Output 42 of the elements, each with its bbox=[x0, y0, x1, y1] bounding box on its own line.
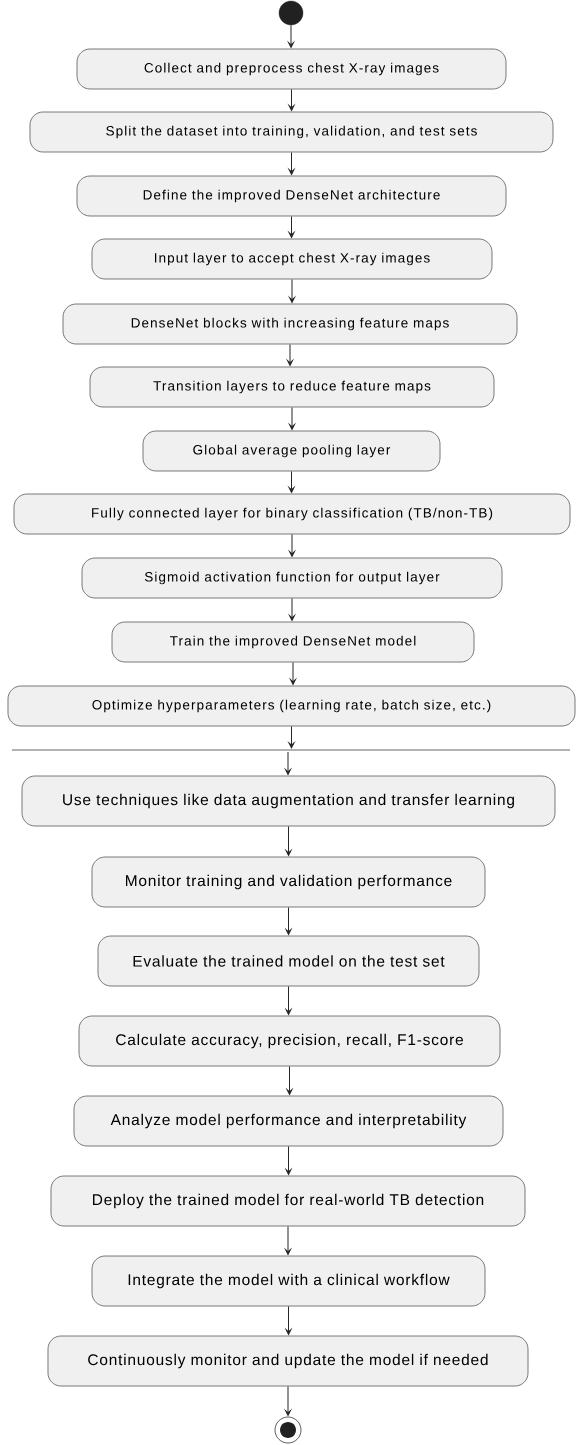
action-box: Collect and preprocess chest X-ray images bbox=[76, 48, 507, 90]
arrow bbox=[288, 88, 295, 111]
arrow bbox=[285, 985, 292, 1015]
arrow bbox=[289, 597, 295, 621]
arrow bbox=[285, 906, 292, 935]
arrow bbox=[288, 725, 295, 749]
arrow bbox=[290, 661, 296, 685]
arrow bbox=[289, 533, 295, 557]
start-node bbox=[278, 0, 304, 26]
action-box: Monitor training and validation performance bbox=[91, 856, 486, 908]
arrow bbox=[287, 343, 293, 366]
action-box: Train the improved DenseNet model bbox=[111, 621, 475, 663]
action-box: Global average pooling layer bbox=[142, 430, 441, 472]
action-box: Define the improved DenseNet architecture bbox=[76, 175, 507, 217]
arrow bbox=[285, 1225, 291, 1255]
end-node bbox=[274, 1416, 302, 1444]
arrow bbox=[285, 1305, 292, 1335]
action-box: Continuously monitor and update the model if needed bbox=[47, 1335, 529, 1387]
action-box: Evaluate the trained model on the test set bbox=[97, 935, 480, 987]
arrow bbox=[289, 406, 295, 430]
action-box: Split the dataset into training, validation, and test sets bbox=[29, 111, 554, 153]
arrow bbox=[288, 470, 295, 493]
arrow bbox=[286, 1065, 293, 1095]
arrow bbox=[285, 1145, 292, 1175]
arrow bbox=[285, 1385, 291, 1416]
arrow bbox=[285, 825, 292, 856]
action-box: Sigmoid activation function for output layer bbox=[81, 557, 503, 599]
action-box: Integrate the model with a clinical workflow bbox=[91, 1255, 486, 1307]
action-box: Use techniques like data augmentation and transfer learning bbox=[21, 775, 556, 827]
action-box: Deploy the trained model for real-world TB detection bbox=[50, 1175, 526, 1227]
arrow bbox=[289, 278, 295, 303]
action-box: Analyze model performance and interpretability bbox=[73, 1095, 504, 1147]
action-box: Input layer to accept chest X-ray images bbox=[91, 238, 493, 280]
action-box: Optimize hyperparameters (learning rate, batch size, etc.) bbox=[7, 685, 576, 727]
arrow bbox=[288, 151, 295, 175]
arrow bbox=[288, 215, 295, 238]
action-box: DenseNet blocks with increasing feature maps bbox=[62, 303, 518, 345]
action-box: Fully connected layer for binary classification (TB/non-TB) bbox=[13, 493, 571, 535]
arrow bbox=[285, 751, 291, 775]
arrow bbox=[288, 24, 294, 48]
action-box: Transition layers to reduce feature maps bbox=[89, 366, 495, 408]
action-box: Calculate accuracy, precision, recall, F1-score bbox=[78, 1015, 501, 1067]
